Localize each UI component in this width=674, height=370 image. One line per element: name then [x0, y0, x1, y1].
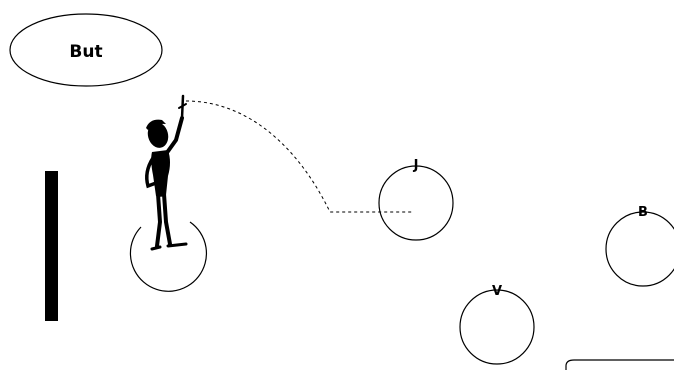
node-j-label: J	[413, 158, 419, 173]
goal-label: But	[69, 42, 102, 62]
node-v-label: V	[492, 284, 502, 299]
node-b: B	[606, 205, 674, 286]
node-j: J	[379, 158, 453, 240]
wall-bar	[45, 171, 58, 321]
stick-figure-pointing-up-icon	[145, 96, 186, 249]
node-v-circle	[460, 290, 534, 364]
node-b-label: B	[638, 205, 648, 220]
partial-box	[566, 360, 674, 370]
goal-node: But	[10, 14, 162, 86]
node-j-circle	[379, 166, 453, 240]
node-v: V	[460, 284, 534, 364]
node-b-circle	[606, 212, 674, 286]
